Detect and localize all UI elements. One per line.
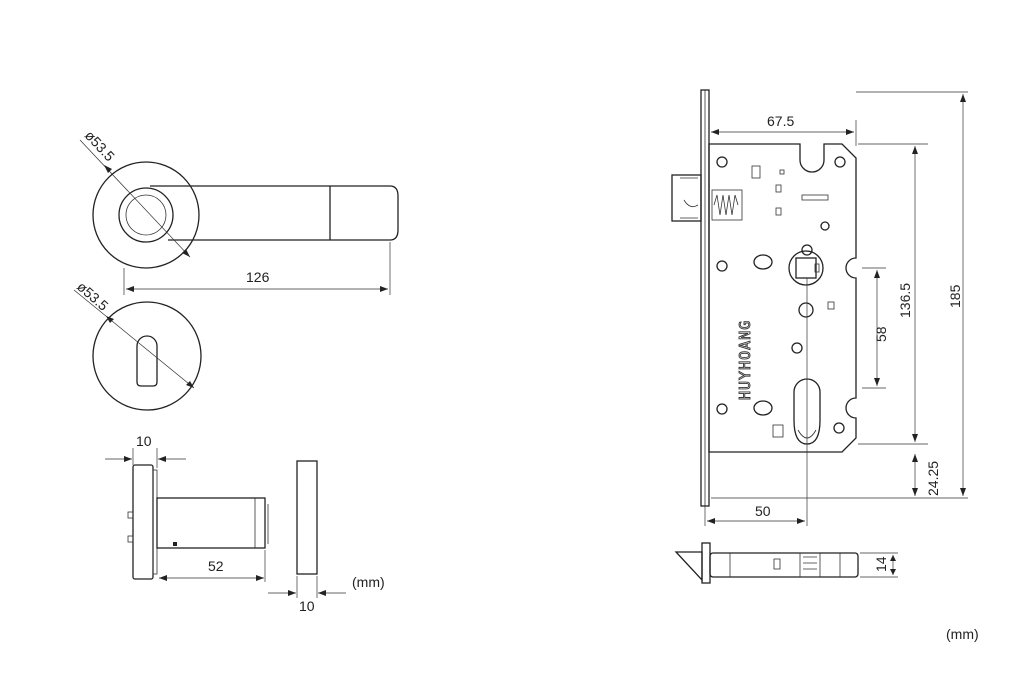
handle-side-view: 10 52 10 (mm): [105, 433, 385, 614]
mortise-lock-body: HUYHOANG: [671, 89, 968, 526]
lever-handle-view: ø53.5 126: [79, 127, 399, 295]
escutcheon-view: ø53.5: [73, 278, 202, 411]
lock-bottom-view: 14: [674, 542, 898, 584]
dim-rose-diameter-escutcheon: ø53.5: [74, 278, 112, 314]
dim-bottom-offset: 24.25: [925, 461, 941, 496]
unit-label-left: (mm): [352, 574, 385, 590]
dim-escutcheon-thickness: 10: [299, 598, 315, 614]
dim-rose-thickness: 10: [136, 433, 152, 449]
brand-mark: HUYHOANG: [736, 320, 754, 400]
dim-center-distance: 58: [873, 326, 889, 342]
dim-body-thickness: 14: [873, 556, 889, 572]
dim-rose-diameter-top: ø53.5: [82, 127, 118, 164]
dim-backset-top: 67.5: [767, 113, 794, 129]
dim-handle-length: 126: [246, 269, 270, 285]
unit-label-right: (mm): [946, 626, 979, 642]
dim-handle-projection: 52: [208, 558, 224, 574]
dim-total-height: 185: [947, 284, 963, 308]
screw-holes: [716, 156, 846, 434]
lock-dimensions: 67.5 185 136.5 58 24.25 50: [704, 94, 968, 526]
dim-backset-bottom: 50: [755, 503, 771, 519]
dim-case-height: 136.5: [897, 283, 913, 318]
